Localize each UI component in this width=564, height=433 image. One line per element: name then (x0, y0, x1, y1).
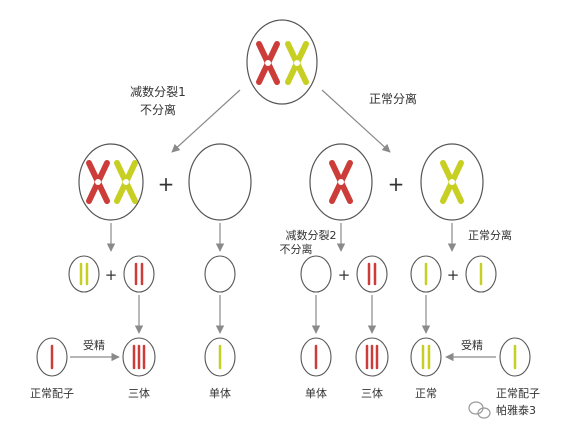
label-fertilization-right: 受精 (461, 339, 483, 352)
label-normal-separation-right: 正常分离 (468, 228, 512, 242)
normal-gamete-left (36, 337, 68, 377)
yellow-x-chromosome (117, 163, 135, 201)
wechat-icon (468, 401, 491, 419)
label-meiosis2-line2: 不分离 (280, 242, 313, 256)
cell-row2-empty (188, 143, 252, 221)
caption-normal-right: 正常 (415, 387, 437, 400)
gamete-two-red (123, 255, 155, 293)
arrow-to-normal-separation (321, 89, 391, 153)
gamete-two-yellow (68, 255, 100, 293)
plus-sign: + (158, 172, 175, 196)
gamete-two-red (356, 255, 388, 293)
red-x-chromosome (89, 163, 107, 201)
caption-normal-gamete-left: 正常配子 (30, 387, 74, 400)
normal-zygote-right (410, 337, 442, 377)
yellow-x-chromosome (288, 44, 306, 82)
red-x-chromosome (332, 163, 350, 201)
gamete-empty (300, 255, 332, 293)
normal-gamete-right (499, 337, 531, 377)
label-meiosis1-line1: 减数分裂1 (130, 84, 186, 99)
plus-sign: + (338, 266, 351, 284)
plus-sign: + (105, 266, 118, 284)
label-fertilization-left: 受精 (83, 339, 105, 352)
plus-sign: + (447, 266, 460, 284)
plus-sign: + (388, 172, 405, 196)
caption-normal-gamete-right: 正常配子 (496, 387, 540, 400)
caption-monosomy-left: 单体 (209, 386, 231, 400)
label-normal-separation: 正常分离 (369, 91, 417, 106)
gamete-one-yellow (410, 255, 442, 293)
gamete-empty (204, 255, 236, 293)
cell-row2-right-red (309, 143, 373, 221)
cell-row2-left-with-xx (78, 143, 144, 221)
label-meiosis2-line1: 减数分裂2 (286, 229, 337, 242)
label-meiosis1-line2: 不分离 (140, 102, 176, 117)
gamete-one-yellow (465, 255, 497, 293)
trisomy-zygote-left (122, 337, 156, 377)
watermark-text: 帕雅泰3 (496, 403, 536, 417)
trisomy-zygote-right (355, 337, 389, 377)
parent-cell (246, 19, 318, 105)
caption-trisomy-left: 三体 (128, 386, 150, 400)
caption-monosomy-right: 单体 (305, 386, 327, 400)
caption-trisomy-right: 三体 (361, 386, 383, 400)
monosomy-zygote-right (300, 337, 332, 377)
watermark: 帕雅泰3 (468, 401, 536, 419)
monosomy-zygote-left (204, 337, 236, 377)
yellow-x-chromosome (443, 163, 461, 201)
cell-row2-right-yellow (420, 143, 484, 221)
arrow-to-meiosis1-nondisjunction (171, 89, 241, 153)
red-x-chromosome (259, 44, 277, 82)
